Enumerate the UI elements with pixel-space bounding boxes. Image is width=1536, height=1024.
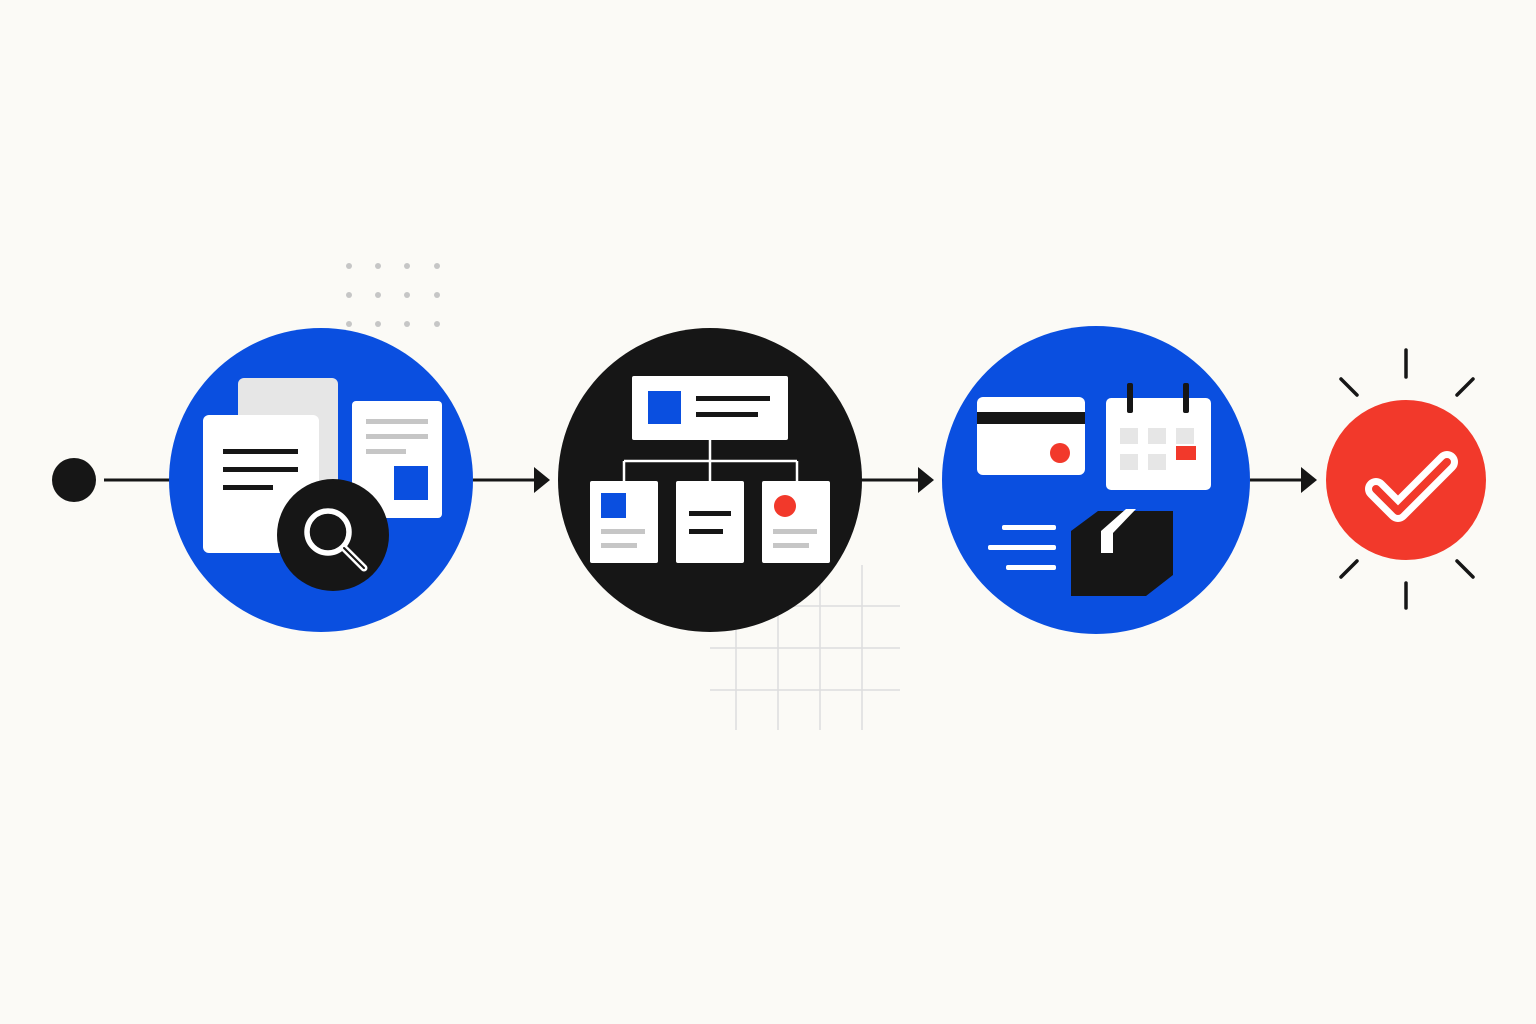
decorative-dot-grid <box>346 263 440 327</box>
burst-rays-icon <box>1339 348 1475 610</box>
start-dot <box>52 458 96 502</box>
document-search-icon <box>203 378 442 591</box>
search-icon <box>304 508 352 556</box>
step-4-success <box>1326 348 1486 610</box>
arrow-head-icon <box>1301 467 1317 493</box>
check-icon-inner <box>1372 458 1451 515</box>
calendar-icon <box>1106 383 1211 490</box>
arrow-head-icon <box>534 467 550 493</box>
step-2-hierarchy <box>558 328 862 632</box>
credit-card-icon <box>977 397 1085 475</box>
hierarchy-child-card <box>676 481 744 563</box>
arrow-head-icon <box>918 467 934 493</box>
list-lines-icon <box>988 525 1056 570</box>
search-badge <box>277 479 389 591</box>
package-icon <box>1071 509 1173 596</box>
step-3-payment-calendar-package <box>942 326 1250 634</box>
step-1-document-search <box>169 328 473 632</box>
hierarchy-child-card <box>762 481 830 563</box>
step-4-circle <box>1326 400 1486 560</box>
arrowheads <box>534 467 1317 493</box>
hierarchy-icon <box>590 376 830 563</box>
